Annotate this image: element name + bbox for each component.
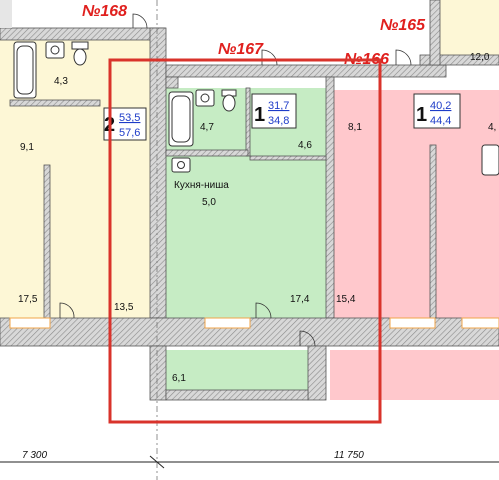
apt167-area-box: 1 31,7 34,8 — [251, 93, 297, 129]
apt168-area-2: 57,6 — [119, 127, 140, 139]
room-166-room-area: 15,4 — [336, 294, 356, 305]
doors — [59, 13, 412, 347]
toilet-168-icon — [71, 41, 89, 66]
room-168-bath-area: 4,3 — [54, 76, 68, 87]
walls — [0, 0, 499, 401]
room-168-room1-area: 17,5 — [18, 294, 38, 305]
sink-168-icon — [45, 41, 65, 59]
apt168-label: №168 — [82, 3, 127, 20]
apt166-rooms: 1 — [416, 104, 427, 126]
apt166-area-box: 1 40,2 44,4 — [413, 93, 461, 129]
apt168-area-1: 53,5 — [119, 112, 140, 124]
toilet-167-icon — [221, 89, 237, 112]
sink-167-icon — [195, 89, 215, 107]
dimension-right: 11 750 — [334, 450, 364, 461]
apt167-rooms: 1 — [254, 104, 265, 126]
apartment-165-fill — [440, 0, 499, 65]
apt167-area-2: 34,8 — [268, 115, 289, 127]
room-166-partial-area: 4, — [488, 122, 496, 133]
apt166-area-2: 44,4 — [430, 115, 451, 127]
room-168-hall-area: 9,1 — [20, 142, 34, 153]
apt167-label: №167 — [218, 41, 264, 58]
room-167-bath-area: 4,7 — [200, 122, 214, 133]
room-166-hall-area: 8,1 — [348, 122, 362, 133]
apt166-area-1: 40,2 — [430, 100, 451, 112]
room-167-balcony-area: 6,1 — [172, 373, 186, 384]
room-167-kitchen-label: Кухня-ниша — [174, 180, 229, 191]
wall-fragment — [0, 0, 12, 28]
room-167-kitchen-area: 5,0 — [202, 197, 216, 208]
room-168-room2-area: 13,5 — [114, 302, 134, 313]
highlight-frame — [108, 58, 382, 424]
room-165-room-area: 12,0 — [470, 52, 490, 63]
room-167-hall-area: 4,6 — [298, 140, 312, 151]
windows — [9, 317, 499, 329]
bathtub-168-icon — [13, 41, 37, 99]
bathtub-166-icon — [481, 144, 499, 176]
apt167-area-1: 31,7 — [268, 100, 289, 112]
kitchen-sink-167-icon — [171, 157, 191, 173]
dimension-left: 7 300 — [22, 450, 47, 461]
room-167-room-area: 17,4 — [290, 294, 310, 305]
apartment-166-fill — [330, 90, 499, 400]
apt165-label: №165 — [380, 17, 426, 34]
bathtub-167-icon — [168, 91, 194, 147]
